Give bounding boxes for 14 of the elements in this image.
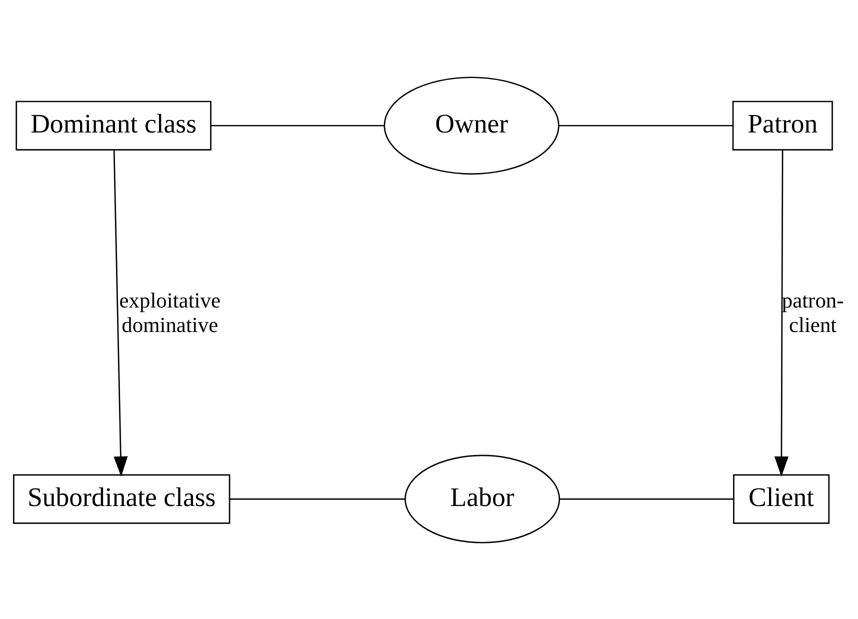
connector (559, 124, 733, 126)
connector (560, 498, 734, 500)
node-ellipse: Owner (384, 76, 560, 174)
connector (211, 124, 384, 126)
node-box: Dominant class (16, 100, 212, 150)
arrow (113, 150, 128, 476)
node-box: Client (733, 474, 830, 524)
connector (230, 498, 405, 500)
node-box: Subordinate class (13, 474, 230, 524)
edge-label: exploitative dominative (119, 288, 220, 336)
edge-label: patron- client (782, 288, 844, 336)
arrow (774, 150, 788, 476)
node-box: Patron (732, 100, 833, 150)
node-ellipse: Labor (404, 454, 560, 543)
